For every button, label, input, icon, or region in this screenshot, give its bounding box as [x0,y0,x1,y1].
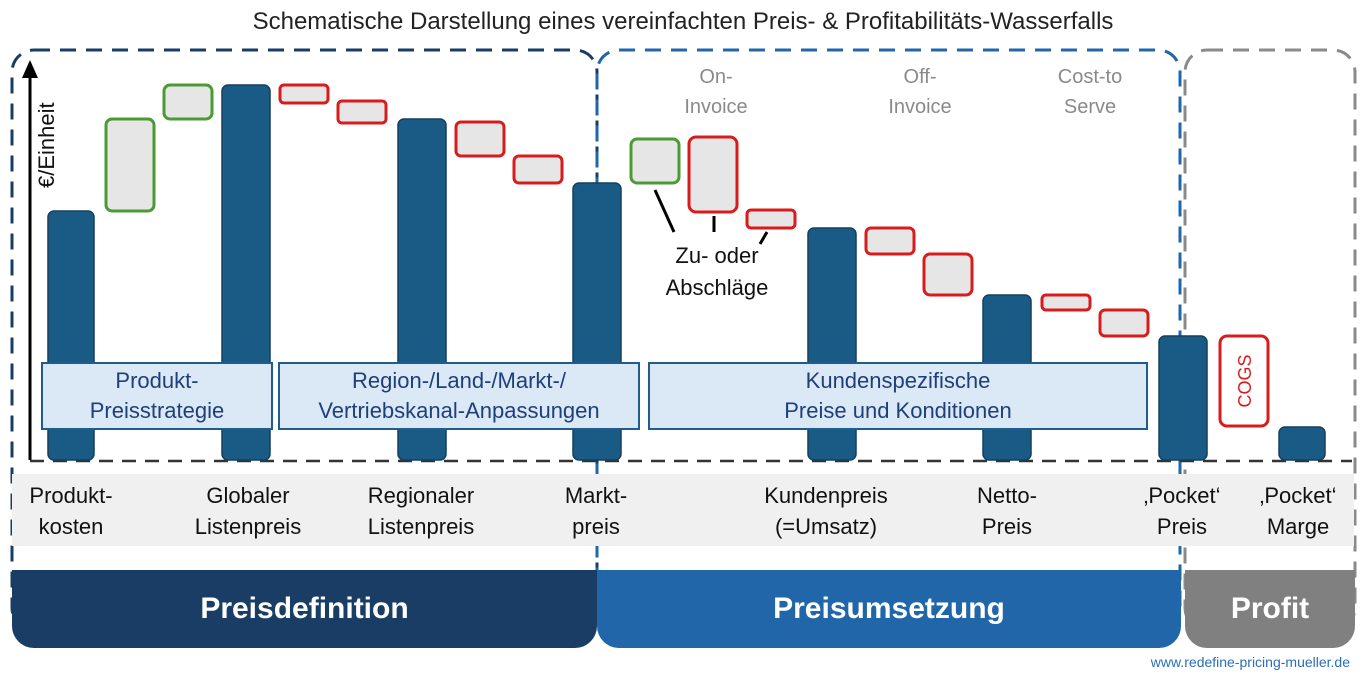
x-label-produktkosten: Produkt- kosten [29,483,113,539]
step-increase [104,117,156,213]
bar-pocket-preis [1158,335,1208,461]
band-region-anpassungen: Region-/Land-/Markt-/ Vertriebskanal-Anp… [278,362,640,430]
bar-pocket-marge [1278,426,1326,461]
x-label-nettopreis: Netto- Preis [977,483,1037,539]
section-preisumsetzung: Preisumsetzung [597,570,1181,648]
step-decrease [278,83,330,105]
band-produkt-preisstrategie: Produkt- Preisstrategie [41,362,273,430]
x-label-pocket-preis: ‚Pocket‘ Preis [1143,483,1221,539]
step-decrease-cogs [1218,334,1270,428]
decrease-steps [278,83,1270,428]
step-decrease [864,226,916,256]
increase-steps [104,83,681,213]
band-kundenspezifisch: Kundenspezifische Preise und Konditionen [648,362,1148,430]
step-decrease [454,120,506,158]
x-label-regionaler-listenpreis: Regionaler Listenpreis [367,483,475,539]
header-on-invoice: On- Invoice [684,66,748,118]
diagram-title: Schematische Darstellung eines vereinfac… [252,8,1114,35]
step-increase [162,83,214,121]
y-axis-label: €/Einheit [34,102,59,188]
x-label-pocket-marge: ‚Pocket‘ Marge [1259,483,1337,539]
step-decrease [687,135,739,214]
step-increase [629,137,681,185]
step-decrease [512,154,564,185]
header-cost-to-serve: Cost-to Serve [1057,66,1123,118]
section-preisdefinition: Preisdefinition [12,570,597,648]
step-decrease [745,208,797,230]
x-label-globaler-listenpreis: Globaler Listenpreis [194,483,302,539]
step-decrease [922,252,974,297]
callout-zu-oder-abschlaege: Zu- oder Abschläge [665,243,769,300]
x-label-marktpreis: Markt- preis [564,483,628,539]
step-decrease [1098,308,1150,338]
x-label-kundenpreis: Kundenpreis (=Umsatz) [764,483,888,539]
cogs-label: COGS [1235,354,1255,407]
footer-url: www.redefine-pricing-mueller.de [1150,654,1350,670]
step-decrease [1040,293,1092,312]
callout-pointers [653,189,769,245]
section-profit: Profit [1185,570,1355,648]
x-axis-label-row [12,474,1354,546]
header-off-invoice: Off- Invoice [888,66,952,118]
step-decrease [336,99,388,125]
y-axis-arrowhead [22,60,38,78]
